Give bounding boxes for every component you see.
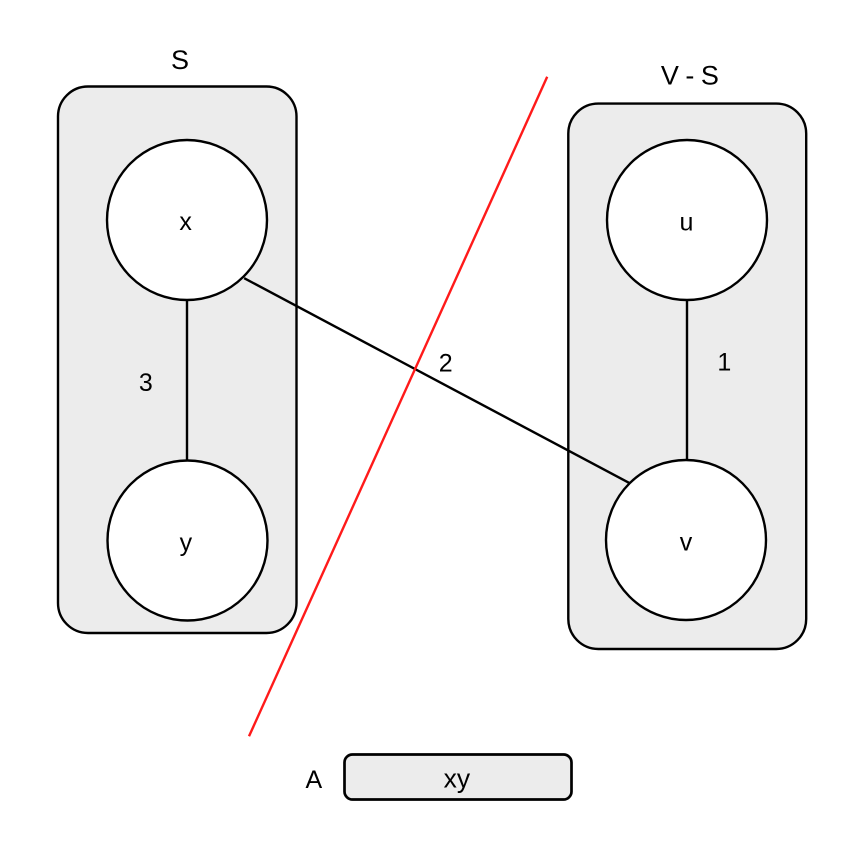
svg-text:xy: xy <box>444 764 471 794</box>
svg-text:A: A <box>306 766 323 794</box>
svg-text:3: 3 <box>139 369 153 397</box>
svg-text:1: 1 <box>717 349 731 377</box>
svg-text:y: y <box>180 529 193 557</box>
svg-text:x: x <box>179 208 192 236</box>
svg-text:u: u <box>680 209 694 237</box>
svg-text:V - S: V - S <box>661 61 719 91</box>
svg-text:v: v <box>680 529 693 557</box>
svg-text:2: 2 <box>439 350 453 378</box>
svg-text:S: S <box>171 45 189 75</box>
